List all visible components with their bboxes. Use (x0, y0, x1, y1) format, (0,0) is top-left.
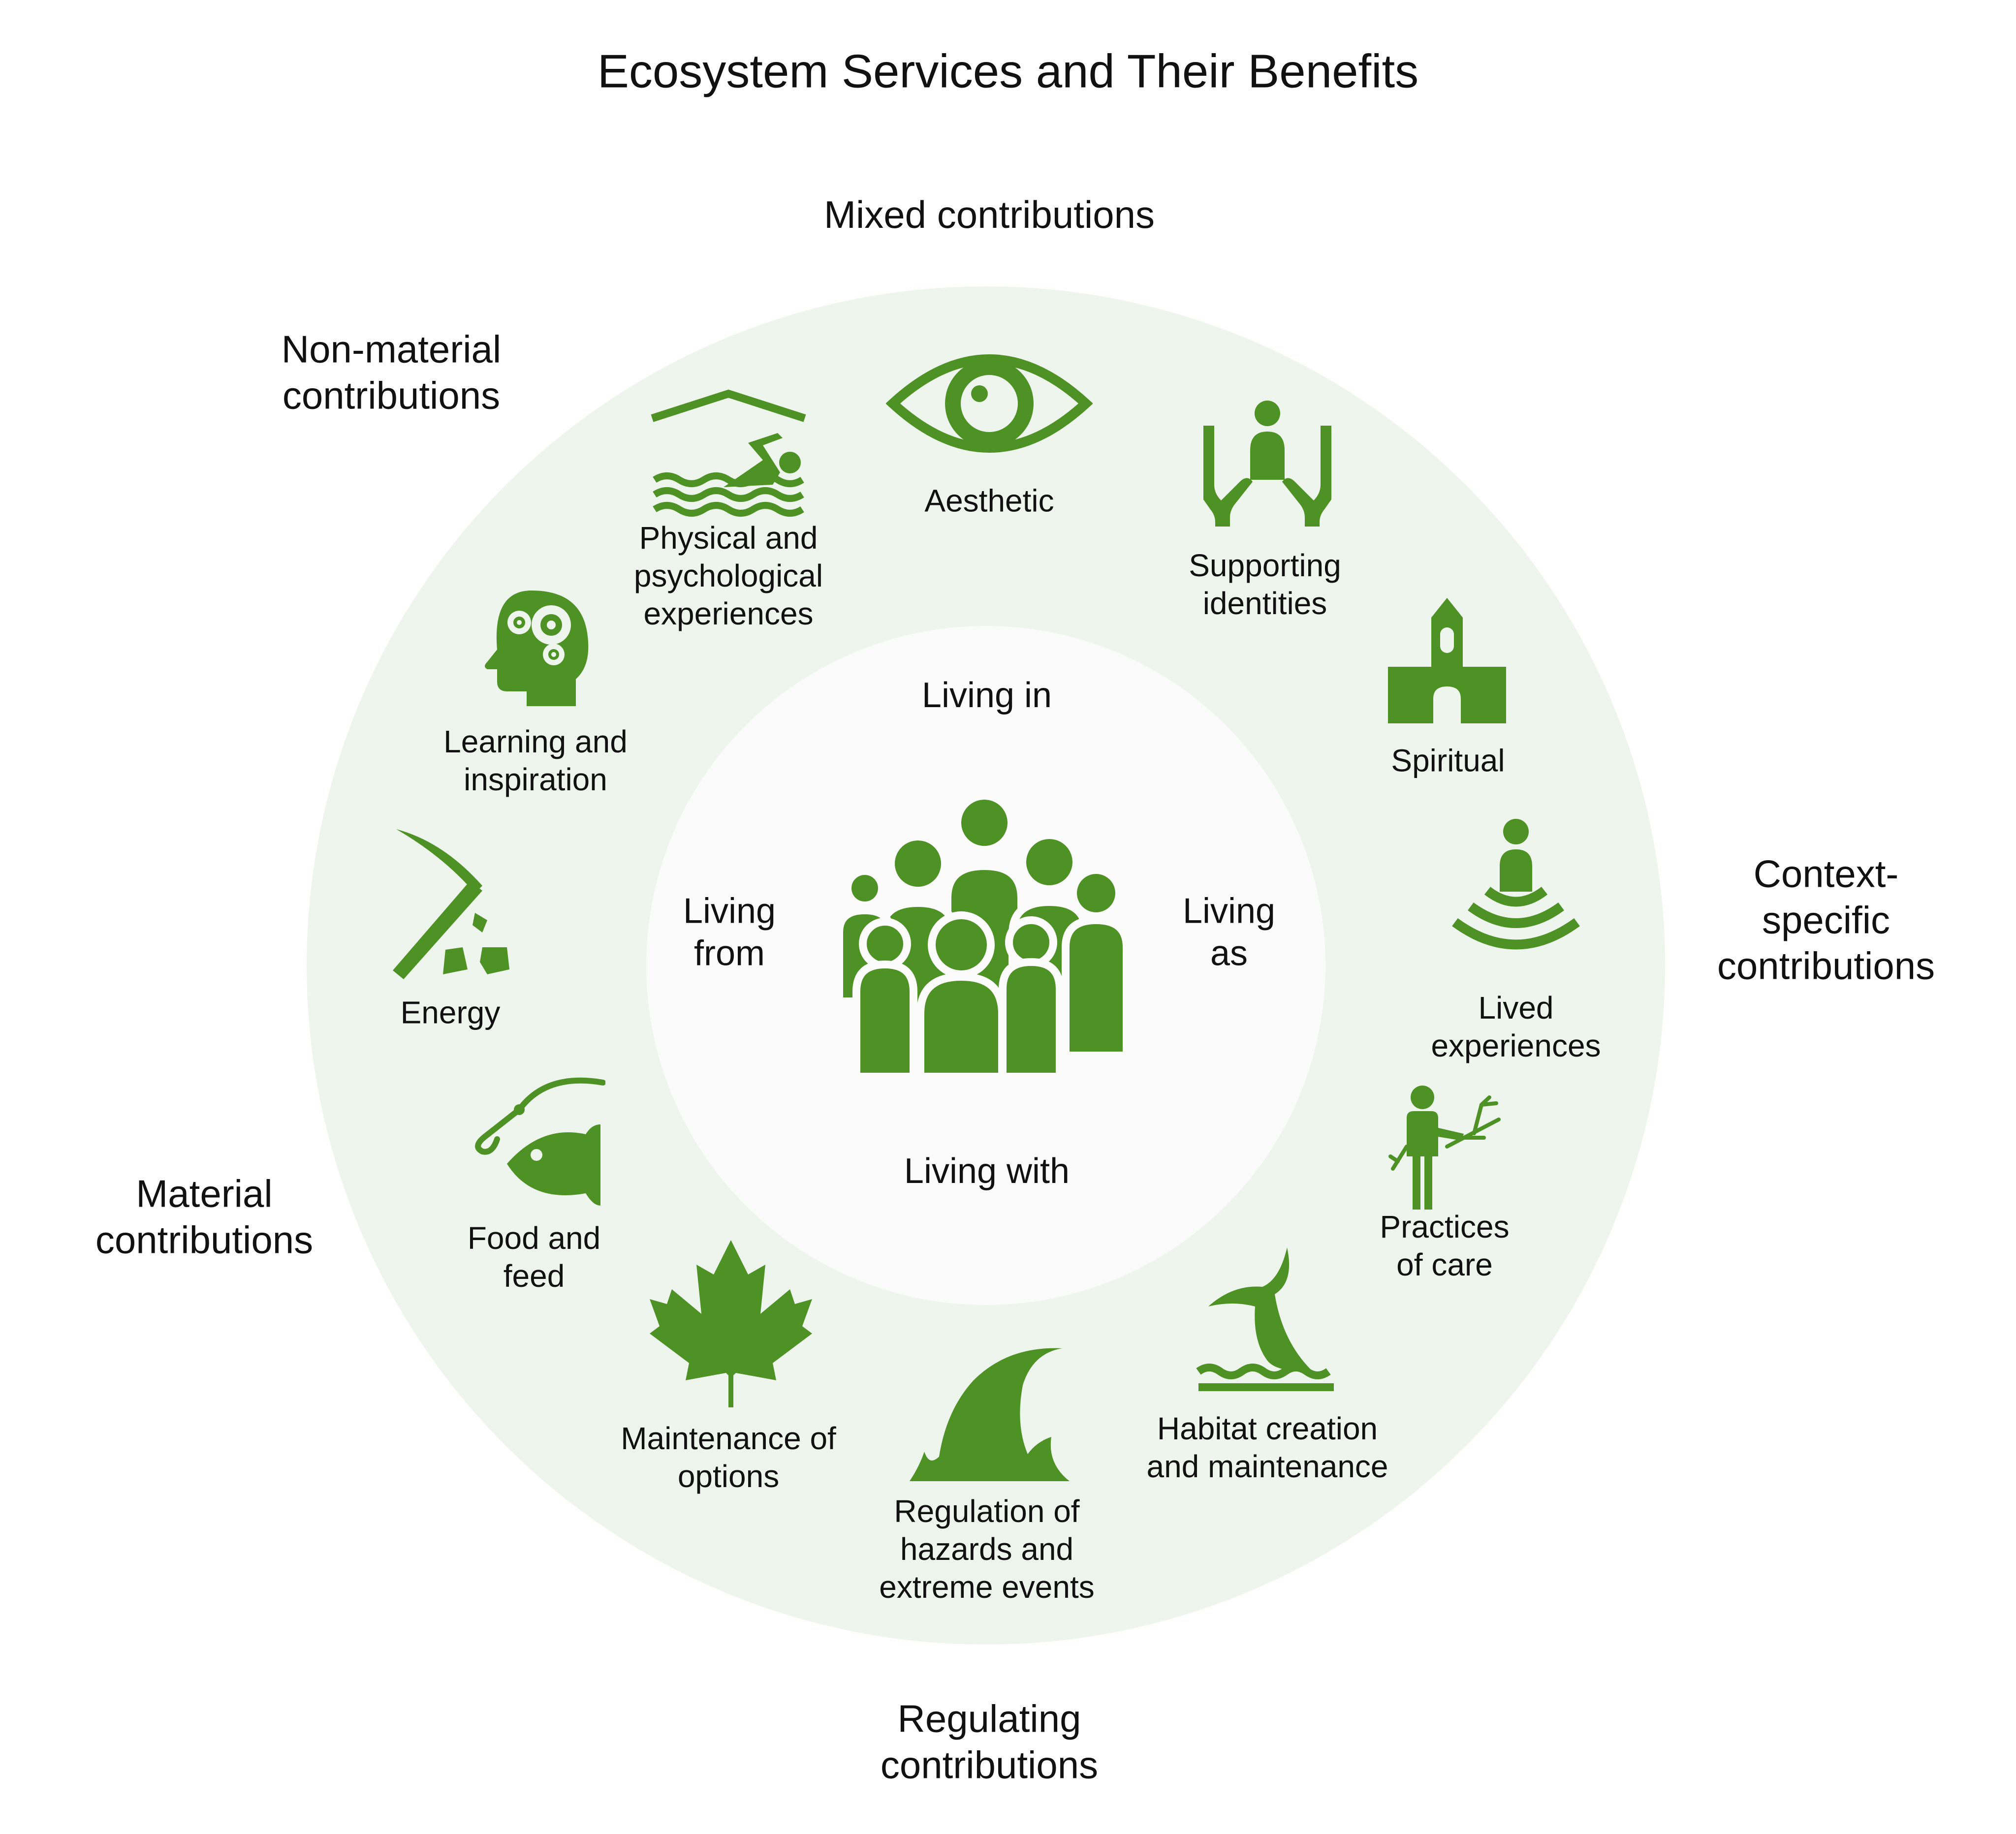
label-living-as: Living as (1182, 891, 1276, 973)
category-regulating: Regulating contributions (880, 1697, 1099, 1786)
label-food: Food and feed (467, 1220, 601, 1294)
label-hazards: Regulation of hazards and extreme events (879, 1493, 1095, 1605)
pickaxe-icon (393, 829, 509, 979)
label-living-with: Living with (904, 1151, 1070, 1191)
hands-person-icon (1203, 401, 1331, 527)
category-material: Material contributions (95, 1172, 314, 1261)
label-physical: Physical and psychological experiences (633, 520, 823, 631)
people-group-icon (837, 792, 1131, 1073)
label-energy: Energy (400, 995, 501, 1030)
category-mixed: Mixed contributions (824, 193, 1155, 237)
swimmer-icon (651, 389, 806, 517)
category-context-specific: Context-specific contributions (1717, 852, 1935, 988)
diagram-title: Ecosystem Services and Their Benefits (597, 45, 1419, 98)
label-supporting-identities: Supporting identities (1189, 548, 1341, 621)
person-branch-icon (1388, 1086, 1501, 1210)
wave-icon (910, 1348, 1070, 1481)
label-practices-of-care: Practices of care (1380, 1209, 1510, 1282)
fish-hook-icon (475, 1077, 605, 1206)
maple-leaf-icon (650, 1240, 812, 1407)
label-learning: Learning and inspiration (443, 724, 628, 797)
label-spiritual: Spiritual (1391, 743, 1505, 778)
label-habitat: Habitat creation and maintenance (1146, 1411, 1388, 1484)
category-non-material: Non-material contributions (281, 327, 502, 417)
label-living-from: Living from (683, 891, 776, 973)
church-icon (1388, 598, 1506, 723)
whale-tail-icon (1196, 1247, 1334, 1391)
label-options: Maintenance of options (621, 1421, 836, 1494)
person-waves-icon (1452, 819, 1580, 950)
label-lived-experiences: Lived experiences (1431, 990, 1601, 1063)
eye-icon (886, 354, 1093, 453)
label-aesthetic: Aesthetic (924, 483, 1054, 519)
label-living-in: Living in (921, 675, 1052, 715)
head-gears-icon (485, 591, 589, 706)
